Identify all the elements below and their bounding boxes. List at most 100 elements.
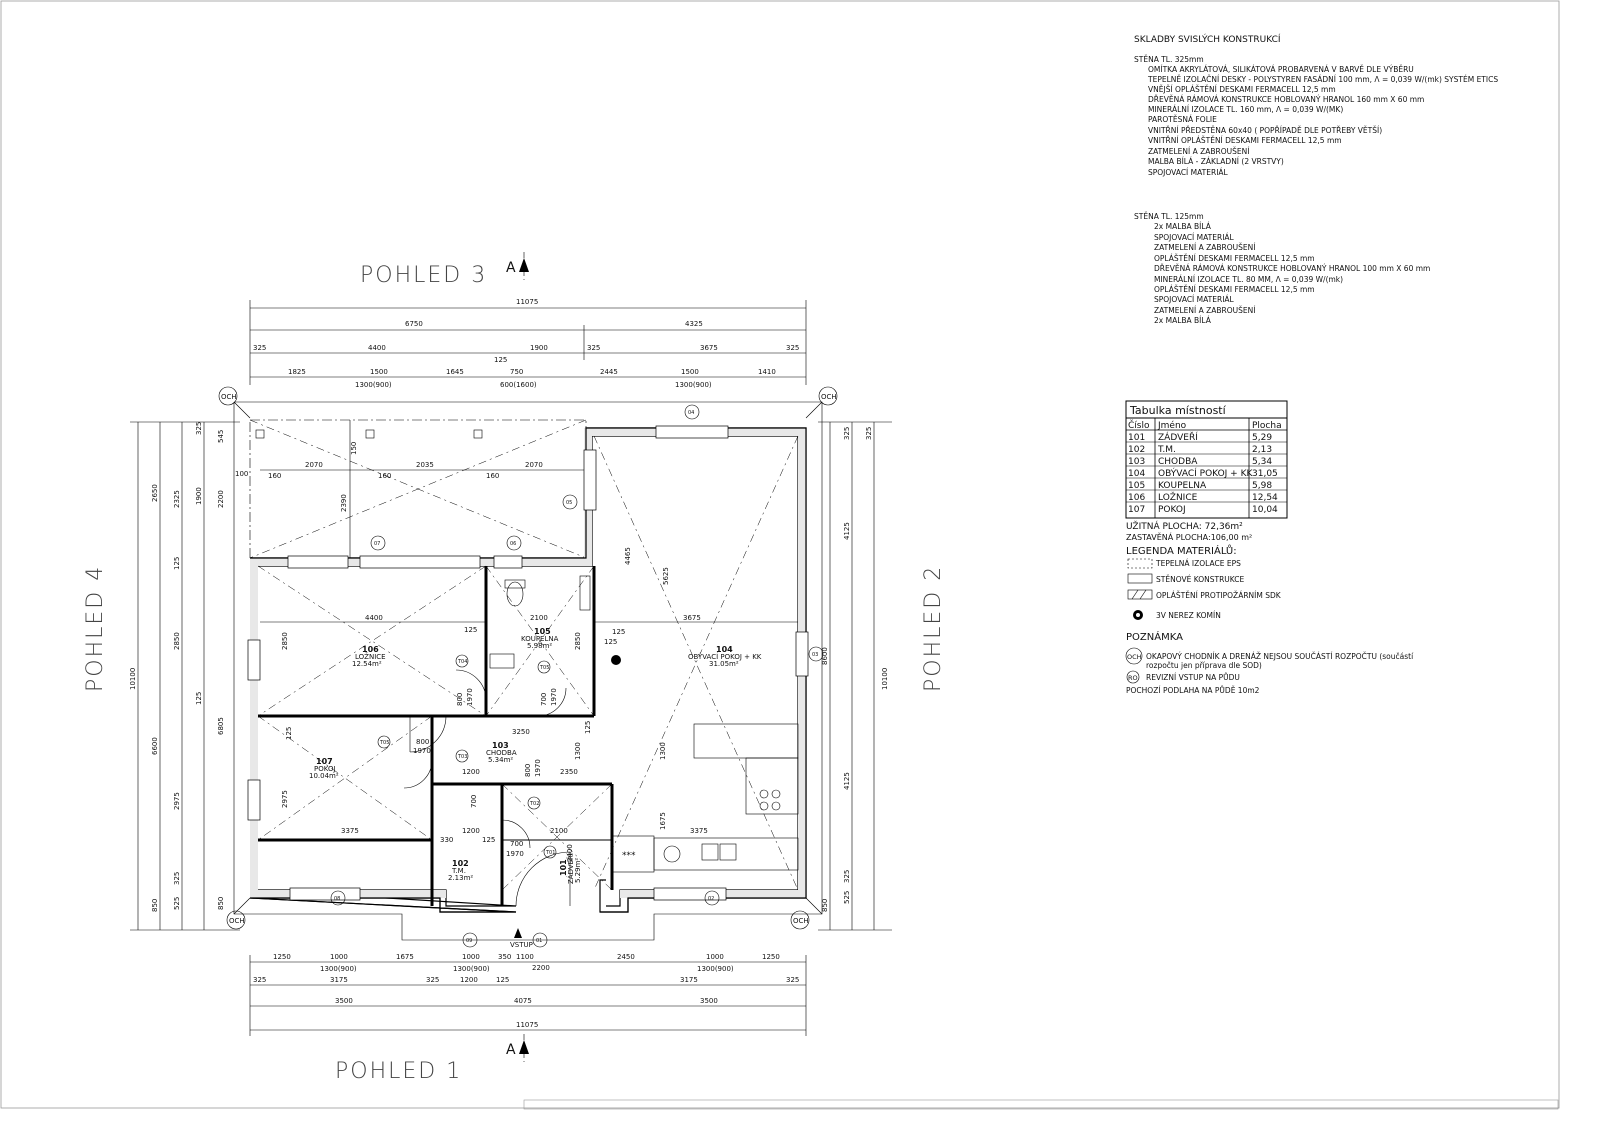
svg-text:CHODBA: CHODBA bbox=[486, 749, 517, 757]
svg-text:2450: 2450 bbox=[617, 953, 635, 961]
svg-text:1645: 1645 bbox=[446, 368, 464, 376]
svg-text:A: A bbox=[506, 1042, 516, 1058]
svg-text:1250: 1250 bbox=[762, 953, 780, 961]
svg-text:RO: RO bbox=[1128, 674, 1138, 682]
svg-text:11075: 11075 bbox=[516, 298, 538, 306]
svg-text:1970: 1970 bbox=[413, 747, 431, 755]
svg-text:LOŽNICE: LOŽNICE bbox=[355, 652, 386, 661]
svg-text:350: 350 bbox=[498, 953, 511, 961]
svg-text:12,54: 12,54 bbox=[1252, 493, 1278, 503]
svg-text:06: 06 bbox=[510, 541, 516, 547]
svg-text:3V NEREZ KOMÍN: 3V NEREZ KOMÍN bbox=[1156, 611, 1221, 620]
svg-text:2200: 2200 bbox=[217, 490, 225, 508]
attic-note: POCHOZÍ PODLAHA NA PŮDĚ 10m2 bbox=[1126, 686, 1260, 695]
svg-text:525: 525 bbox=[843, 891, 851, 904]
wall2-head: STĚNA TL. 125mm bbox=[1134, 212, 1204, 221]
svg-text:T01: T01 bbox=[545, 850, 555, 856]
svg-text:2445: 2445 bbox=[600, 368, 618, 376]
svg-text:1900: 1900 bbox=[530, 344, 548, 352]
entry-arrow: VSTUP bbox=[510, 928, 533, 949]
svg-text:106: 106 bbox=[1128, 493, 1145, 503]
svg-text:1900: 1900 bbox=[195, 487, 203, 505]
svg-text:OBÝVACÍ POKOJ + KK: OBÝVACÍ POKOJ + KK bbox=[688, 652, 762, 661]
svg-text:3500: 3500 bbox=[335, 997, 353, 1005]
dimensions-left: 10100 2650 6600 850 2325 2850 2975 325 5… bbox=[129, 422, 240, 931]
svg-text:800: 800 bbox=[524, 764, 532, 777]
door-swings bbox=[403, 669, 571, 907]
svg-text:4125: 4125 bbox=[843, 772, 851, 790]
section-mark-bottom: A bbox=[506, 1034, 529, 1062]
svg-text:2390: 2390 bbox=[340, 494, 348, 512]
svg-text:2850: 2850 bbox=[574, 632, 582, 650]
svg-text:6750: 6750 bbox=[405, 320, 423, 328]
notes: POZNÁMKA OCH OKAPOVÝ CHODNÍK A DRENÁŽ NE… bbox=[1125, 630, 1414, 695]
svg-text:1100: 1100 bbox=[516, 953, 534, 961]
section-mark-top: A bbox=[506, 252, 529, 280]
svg-text:125: 125 bbox=[464, 626, 477, 634]
svg-text:4400: 4400 bbox=[368, 344, 386, 352]
svg-text:2070: 2070 bbox=[305, 461, 323, 469]
svg-text:125: 125 bbox=[612, 628, 625, 636]
built-area: ZASTAVĚNÁ PLOCHA:106,00 m² bbox=[1126, 531, 1252, 542]
svg-text:104: 104 bbox=[1128, 469, 1145, 479]
svg-text:105: 105 bbox=[534, 627, 551, 636]
svg-text:3675: 3675 bbox=[700, 344, 718, 352]
svg-text:Číslo: Číslo bbox=[1128, 419, 1150, 431]
svg-text:325: 325 bbox=[786, 976, 799, 984]
svg-text:rozpočtu jen příprava dle SOD): rozpočtu jen příprava dle SOD) bbox=[1146, 661, 1262, 670]
svg-text:1300(900): 1300(900) bbox=[675, 381, 712, 389]
svg-text:31.05m²: 31.05m² bbox=[709, 660, 739, 668]
svg-text:POKOJ: POKOJ bbox=[314, 765, 336, 773]
svg-text:125: 125 bbox=[482, 836, 495, 844]
svg-text:T04: T04 bbox=[457, 659, 467, 665]
svg-text:125: 125 bbox=[604, 638, 617, 646]
svg-text:1300(900): 1300(900) bbox=[355, 381, 392, 389]
interior-dimensions: 4400 3675 2100 4465 5625 2850 2850 3250 … bbox=[260, 547, 798, 862]
svg-text:ZÁDVEŘÍ: ZÁDVEŘÍ bbox=[566, 853, 575, 884]
svg-text:2975: 2975 bbox=[173, 792, 181, 810]
room-104: 104 OBÝVACÍ POKOJ + KK 31.05m² bbox=[688, 645, 762, 668]
room-106: 106 LOŽNICE 12.54m² bbox=[352, 645, 386, 668]
svg-text:OCH: OCH bbox=[221, 393, 237, 401]
svg-text:2x MALBA BÍLÁ: 2x MALBA BÍLÁ bbox=[1154, 316, 1212, 325]
svg-text:125: 125 bbox=[173, 557, 181, 570]
svg-text:3250: 3250 bbox=[512, 728, 530, 736]
svg-text:2100: 2100 bbox=[530, 614, 548, 622]
svg-text:MINERÁLNÍ IZOLACE TL. 80 MM, Λ: MINERÁLNÍ IZOLACE TL. 80 MM, Λ = 0,039 W… bbox=[1154, 275, 1343, 284]
svg-text:2070: 2070 bbox=[525, 461, 543, 469]
dimensions-right: 10100 8600 4125 4125 325 325 850 525 325 bbox=[818, 421, 892, 931]
svg-text:3500: 3500 bbox=[700, 997, 718, 1005]
svg-text:2x MALBA BÍLÁ: 2x MALBA BÍLÁ bbox=[1154, 222, 1212, 231]
svg-text:160: 160 bbox=[486, 472, 499, 480]
dimensions-bottom: 1250 1000 1675 1000 350 1100 2450 1000 1… bbox=[249, 953, 807, 1036]
svg-text:330: 330 bbox=[440, 836, 453, 844]
svg-text:LOŽNICE: LOŽNICE bbox=[1158, 491, 1198, 503]
svg-text:SPOJOVACÍ MATERIÁL: SPOJOVACÍ MATERIÁL bbox=[1148, 168, 1229, 177]
specs-title: SKLADBY SVISLÝCH KONSTRUKCÍ bbox=[1134, 33, 1281, 45]
svg-text:4400: 4400 bbox=[365, 614, 383, 622]
svg-text:T.M.: T.M. bbox=[1157, 445, 1176, 455]
wall-specs: SKLADBY SVISLÝCH KONSTRUKCÍ STĚNA TL. 32… bbox=[1134, 33, 1498, 325]
svg-text:PAROTĚSNÁ FOLIE: PAROTĚSNÁ FOLIE bbox=[1148, 115, 1217, 124]
svg-text:02: 02 bbox=[708, 896, 714, 902]
svg-text:2325: 2325 bbox=[173, 490, 181, 508]
svg-text:1200: 1200 bbox=[462, 827, 480, 835]
svg-text:REVIZNÍ VSTUP NA PŮDU: REVIZNÍ VSTUP NA PŮDU bbox=[1146, 673, 1240, 682]
svg-text:5.34m²: 5.34m² bbox=[488, 756, 513, 764]
svg-text:102: 102 bbox=[452, 859, 469, 868]
svg-text:1970: 1970 bbox=[506, 850, 524, 858]
svg-text:1970: 1970 bbox=[466, 688, 474, 706]
title-block-strip bbox=[523, 1099, 1559, 1110]
svg-text:05: 05 bbox=[566, 500, 572, 506]
svg-text:325: 325 bbox=[865, 427, 873, 440]
svg-text:1200: 1200 bbox=[460, 976, 478, 984]
svg-text:4125: 4125 bbox=[843, 522, 851, 540]
svg-text:101: 101 bbox=[559, 859, 568, 876]
terrace-area: 2070 2035 2070 160 160 160 2390 150 100 bbox=[235, 419, 587, 559]
svg-text:10,04: 10,04 bbox=[1252, 505, 1278, 515]
svg-text:OCH: OCH bbox=[821, 393, 837, 401]
svg-text:CHODBA: CHODBA bbox=[1158, 457, 1198, 467]
usable-area: UŽITNÁ PLOCHA: 72,36m² bbox=[1126, 520, 1243, 532]
svg-text:OCH: OCH bbox=[229, 917, 245, 925]
svg-text:1250: 1250 bbox=[273, 953, 291, 961]
